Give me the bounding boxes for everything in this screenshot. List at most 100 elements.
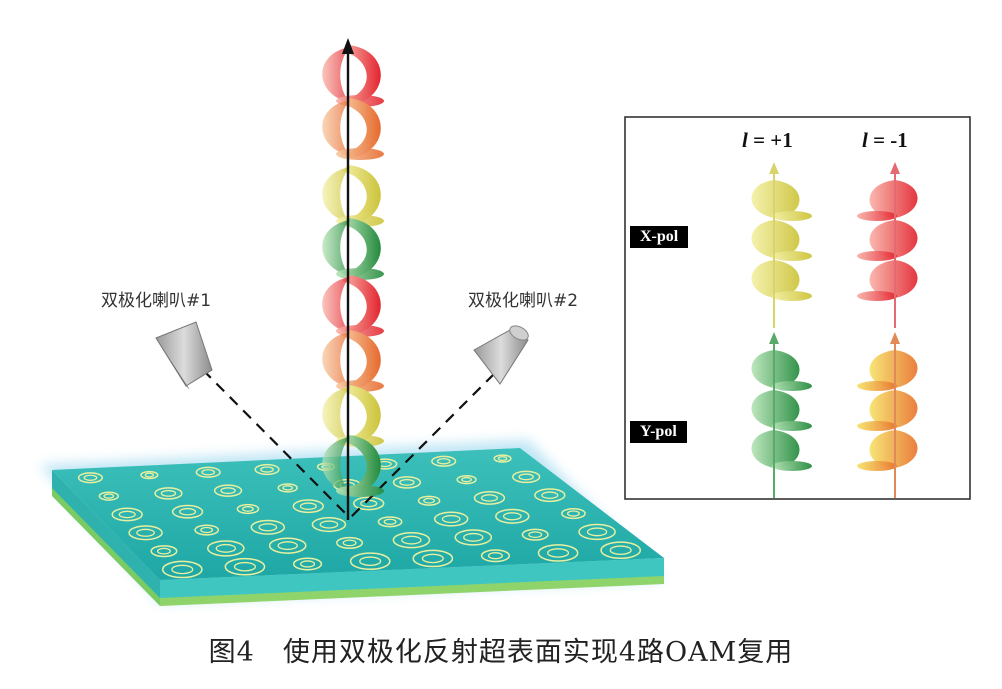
unit-cell-ring	[512, 470, 541, 484]
helix-arrow-icon	[890, 332, 900, 344]
unit-cell-ring	[194, 524, 220, 536]
unit-cell-ring-inner	[463, 532, 484, 542]
vortex-lobe	[322, 165, 384, 227]
unit-cell-ring	[412, 549, 454, 568]
unit-cell-ring	[454, 529, 493, 546]
unit-cell-ring-inner	[461, 476, 472, 483]
beam-paths	[202, 369, 495, 519]
horn-2-label: 双极化喇叭#2	[468, 291, 579, 311]
unit-cell-ring	[349, 552, 391, 571]
helix-y-pol-l-plus-1	[751, 332, 812, 498]
unit-cell-ring-inner	[421, 553, 444, 564]
unit-cell-ring	[377, 516, 403, 528]
incident-path-2	[349, 373, 495, 519]
unit-cell-ring-inner	[497, 456, 508, 462]
helix-arrow-icon	[769, 162, 779, 174]
unit-cell-ring	[561, 507, 586, 520]
unit-cell-ring-inner	[383, 518, 397, 525]
helix-arrow-icon	[890, 162, 900, 174]
unit-cell-ring-inner	[201, 469, 216, 476]
unit-cell-ring	[352, 496, 385, 511]
vortex-lobe	[322, 45, 384, 107]
row-label-y-pol: Y-pol	[630, 421, 687, 443]
unit-cell-ring-inner	[528, 531, 543, 539]
unit-cell-ring	[292, 557, 323, 571]
unit-cell-ring	[207, 540, 245, 557]
column-label-l-plus-1: l = +1	[742, 128, 793, 152]
unit-cell-ring	[236, 503, 260, 515]
unit-cell-ring-inner	[342, 539, 357, 547]
unit-cell-ring-inner	[260, 466, 274, 473]
unit-cell-ring-inner	[171, 564, 194, 575]
unit-cell-ring	[417, 495, 441, 506]
unit-cell-ring-inner	[423, 497, 435, 504]
unit-cell-ring-inner	[83, 474, 98, 481]
unit-cell-ring-inner	[566, 510, 580, 517]
figure-caption: 图4 使用双极化反射超表面实现4路OAM复用	[208, 637, 794, 668]
unit-cell-ring-inner	[480, 494, 498, 502]
unit-cell-ring	[537, 544, 579, 562]
unit-cell-ring-inner	[319, 520, 339, 529]
unit-cell-ring-inner	[441, 514, 461, 524]
unit-cell-ring	[292, 499, 325, 514]
unit-cell-ring	[161, 560, 203, 579]
unit-cell-ring	[195, 466, 221, 478]
unit-cell-ring-inner	[178, 507, 197, 516]
unit-cell-ring	[277, 483, 298, 493]
helix-arrow-icon	[769, 332, 779, 344]
vortex-lobe	[322, 218, 384, 280]
unit-cell-ring-inner	[436, 458, 451, 465]
unit-cell-ring	[154, 487, 183, 500]
unit-cell-ring	[224, 557, 266, 576]
unit-cell-ring-inner	[144, 472, 155, 478]
vortex-lobe	[322, 330, 384, 392]
metasurface	[40, 440, 664, 606]
helix-x-pol-l-plus-1	[751, 162, 812, 328]
unit-cell-ring	[336, 536, 364, 549]
unit-cell-ring	[578, 523, 616, 541]
unit-cell-ring-inner	[277, 541, 298, 551]
horn-antenna-2	[473, 325, 529, 385]
unit-cell-ring	[213, 484, 243, 497]
unit-cell-ring	[128, 525, 163, 541]
unit-cell-ring-inner	[518, 473, 534, 481]
unit-cell-ring-inner	[103, 493, 115, 499]
unit-cell-ring	[431, 455, 457, 467]
unit-cell-ring-inner	[586, 527, 608, 537]
unit-cell-ring-inner	[233, 561, 256, 572]
unit-cell-ring-inner	[160, 489, 177, 497]
unit-cell-ring-inner	[215, 543, 237, 553]
beam-axis	[342, 38, 354, 520]
unit-cell-ring	[77, 472, 104, 484]
unit-cell-ring	[473, 491, 506, 505]
unit-cell-ring	[521, 528, 549, 541]
unit-cell-ring	[433, 511, 469, 527]
unit-cell-ring-inner	[399, 478, 415, 486]
unit-cell-ring-inner	[118, 510, 136, 519]
vortex-lobe	[322, 275, 384, 337]
unit-cell-ring	[480, 549, 511, 563]
unit-cell-ring-inner	[242, 506, 254, 512]
unit-cell-ring	[495, 508, 530, 524]
unit-cell-ring-inner	[359, 556, 382, 567]
unit-cell-ring	[392, 531, 431, 549]
unit-cell-ring	[600, 541, 642, 560]
unit-cell-ring-inner	[401, 535, 422, 545]
beam-axis-arrow-icon	[342, 38, 354, 54]
incident-path-1	[202, 369, 351, 519]
unit-cell-ring	[311, 516, 347, 533]
unit-cell-ring-inner	[609, 545, 632, 556]
unit-cell-ring	[534, 488, 566, 503]
horn-antenna-1	[155, 321, 213, 390]
helix-y-pol-l-minus-1	[857, 332, 918, 498]
unit-cell-ring	[392, 476, 422, 489]
unit-cell-ring-inner	[156, 547, 171, 555]
unit-cell-ring-inner	[541, 491, 559, 500]
row-label-x-pol: X-pol	[630, 226, 689, 248]
unit-cell-ring-inner	[547, 548, 570, 558]
unit-cell-ring	[98, 491, 120, 501]
unit-cell-ring-inner	[136, 528, 155, 537]
vortex-lobe	[322, 98, 384, 160]
unit-cell-ring-inner	[200, 526, 214, 534]
